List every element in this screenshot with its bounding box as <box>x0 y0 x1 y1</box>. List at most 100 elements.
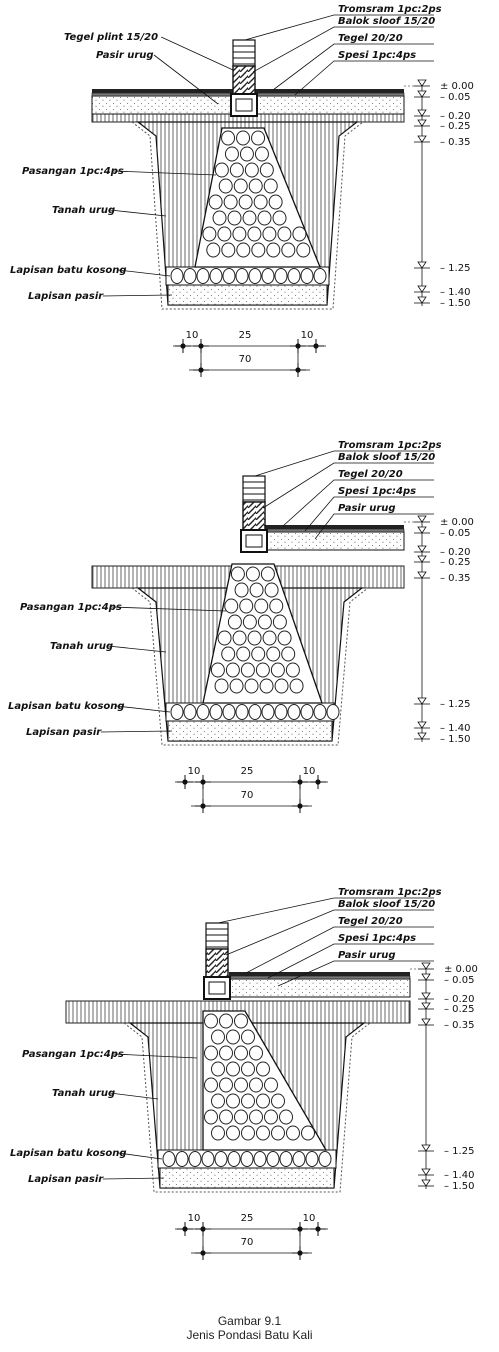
river-stone <box>271 1093 285 1109</box>
river-stone <box>281 242 296 258</box>
label-pasir_urug: Pasir urug <box>96 50 154 61</box>
leader-lapisan_pasir <box>102 294 173 297</box>
river-stone <box>204 1109 218 1125</box>
label-tanah: Tanah urug <box>50 641 113 652</box>
label-sloof: Balok sloof 15/20 <box>338 452 435 463</box>
river-stone <box>256 1061 270 1077</box>
sloof-beam <box>240 529 268 553</box>
level-label: – 1.50 <box>440 734 470 745</box>
level-marker <box>421 1168 431 1176</box>
river-stone <box>256 1125 270 1141</box>
level-label: – 0.25 <box>444 1004 474 1015</box>
river-stone <box>241 1093 255 1109</box>
leader-pasir_urug <box>314 513 434 540</box>
level-label: – 1.25 <box>440 699 470 710</box>
level-marker <box>417 109 427 117</box>
dim-left: 10 <box>188 1213 201 1224</box>
river-stone <box>217 630 232 646</box>
sloof-rebar <box>208 981 226 995</box>
label-tegel: Tegel 20/20 <box>338 469 403 480</box>
level-marker <box>417 515 427 523</box>
level-marker <box>417 79 427 87</box>
stone-masonry <box>202 563 323 704</box>
figure-caption-number: Gambar 9.1 <box>217 1314 282 1328</box>
leader-pasir_urug <box>153 54 219 105</box>
river-stone <box>272 614 287 630</box>
river-stone <box>234 1109 248 1125</box>
dim-dot <box>315 779 321 785</box>
leader-sloof <box>225 909 434 956</box>
level-label: – 0.35 <box>440 573 470 584</box>
river-stone <box>245 566 260 582</box>
river-stone <box>289 678 304 694</box>
level-marker <box>417 285 427 293</box>
tromsram-wall <box>205 948 229 978</box>
leader-tromsram <box>254 450 434 477</box>
river-stone <box>227 210 242 226</box>
river-stone <box>241 1029 255 1045</box>
empty-stone <box>326 704 340 720</box>
river-stone <box>259 678 274 694</box>
river-stone <box>229 162 244 178</box>
leader-tanah <box>107 645 167 653</box>
dim-dot <box>182 1226 188 1232</box>
dim-total: 70 <box>241 790 254 801</box>
river-stone <box>226 1093 240 1109</box>
brick-wall <box>242 475 266 503</box>
river-stone <box>221 130 236 146</box>
floor-tile <box>262 525 404 529</box>
river-stone <box>226 1125 240 1141</box>
label-lapisan_pasir: Lapisan pasir <box>28 291 104 302</box>
river-stone <box>272 210 287 226</box>
empty-stone <box>253 1151 267 1167</box>
level-label: – 0.25 <box>440 557 470 568</box>
leader-batu_kosong <box>116 705 171 713</box>
river-stone <box>259 162 274 178</box>
river-stone <box>230 566 245 582</box>
label-sloof: Balok sloof 15/20 <box>338 899 435 910</box>
level-marker <box>421 973 431 981</box>
empty-stone <box>266 1151 280 1167</box>
empty-stone <box>196 268 210 284</box>
river-stone <box>219 1077 233 1093</box>
river-stone <box>281 646 296 662</box>
label-tromsram: Tromsram 1pc:2ps <box>338 440 442 451</box>
sand-layer <box>167 720 333 742</box>
river-stone <box>236 130 251 146</box>
river-stone <box>219 1013 233 1029</box>
river-stone <box>264 1077 278 1093</box>
river-stone <box>211 1029 225 1045</box>
level-marker <box>421 1144 431 1152</box>
level-label: – 0.20 <box>440 111 470 122</box>
leader-pasir_urug <box>277 960 434 987</box>
river-stone <box>204 1077 218 1093</box>
label-tanah: Tanah urug <box>52 1088 115 1099</box>
river-stone <box>254 146 269 162</box>
river-stone <box>262 226 277 242</box>
dim-right: 10 <box>303 1213 316 1224</box>
level-marker <box>417 526 427 534</box>
river-stone <box>249 582 264 598</box>
river-stone <box>269 598 284 614</box>
level-label: ± 0.00 <box>444 964 478 975</box>
empty-stone <box>279 1151 293 1167</box>
brick-wall <box>205 922 229 950</box>
empty-stone <box>183 268 197 284</box>
river-stone <box>208 194 223 210</box>
label-tegel: Tegel 20/20 <box>338 33 403 44</box>
dim-right: 10 <box>301 330 314 341</box>
river-stone <box>221 242 236 258</box>
empty-stone <box>240 1151 254 1167</box>
dim-dot <box>315 1226 321 1232</box>
empty-stone-layer <box>165 702 340 722</box>
river-stone <box>270 662 285 678</box>
river-stone <box>211 1061 225 1077</box>
river-stone <box>212 210 227 226</box>
leader-tegel <box>272 43 434 91</box>
river-stone <box>249 1109 263 1125</box>
level-label: – 0.35 <box>440 137 470 148</box>
river-stone <box>257 614 272 630</box>
empty-stone <box>248 268 262 284</box>
river-stone <box>223 194 238 210</box>
